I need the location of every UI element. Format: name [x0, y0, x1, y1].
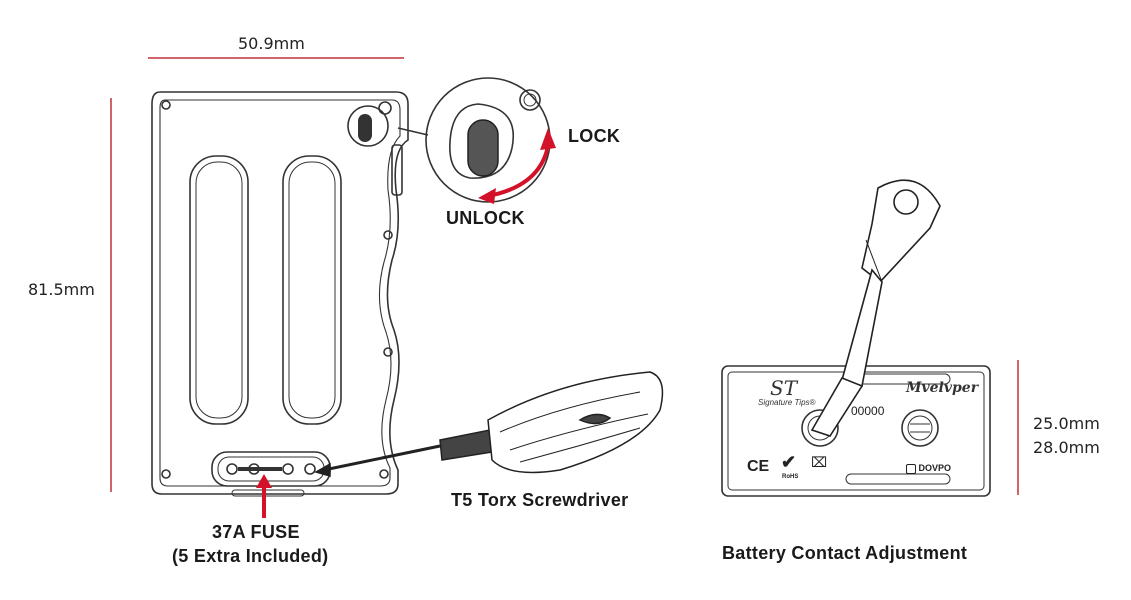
ce-mark: CE: [747, 458, 770, 475]
lock-label: LOCK: [568, 126, 621, 146]
signature-tips-text: Signature Tips®: [758, 398, 815, 407]
dovpo-icon: [906, 463, 916, 474]
lock-switch-small: [358, 114, 372, 142]
lock-switch-large: [467, 119, 499, 177]
unlock-label: UNLOCK: [446, 208, 525, 228]
weee-bin-icon: ⌧: [811, 454, 828, 470]
dovpo-text: DOVPO: [918, 463, 952, 473]
screwdriver-label: T5 Torx Screwdriver: [451, 490, 629, 510]
depth-dimension-label-b: 28.0mm: [1033, 438, 1100, 457]
depth-dimension-label-a: 25.0mm: [1033, 414, 1100, 433]
width-dimension-label: 50.9mm: [238, 34, 305, 53]
signature-tips-mark: ®: [809, 398, 816, 407]
rohs-check-icon: ✔: [781, 452, 797, 472]
unlock-arrow-head: [478, 188, 496, 204]
fuse-extra-label: (5 Extra Included): [172, 546, 329, 566]
adjustment-tool: [810, 179, 941, 437]
fuse-arrow-head: [256, 474, 272, 488]
dovpo-logo: DOVPO: [906, 463, 951, 474]
signature-tips-logo: ST: [770, 376, 798, 400]
rohs-mark: RoHS: [782, 474, 799, 480]
battery-contact-label: Battery Contact Adjustment: [722, 543, 968, 563]
lock-arrow-head: [540, 128, 556, 150]
script-logo: Mvelvper: [906, 380, 979, 396]
signature-tips-name: Signature Tips: [758, 398, 810, 407]
device-back-view: [151, 91, 409, 497]
fuse-label: 37A FUSE: [212, 522, 300, 542]
lock-rotation-arrow: [487, 145, 550, 198]
serial-number: 00000: [851, 404, 885, 418]
height-dimension-label: 81.5mm: [28, 280, 95, 299]
torx-screwdriver: [314, 371, 664, 477]
